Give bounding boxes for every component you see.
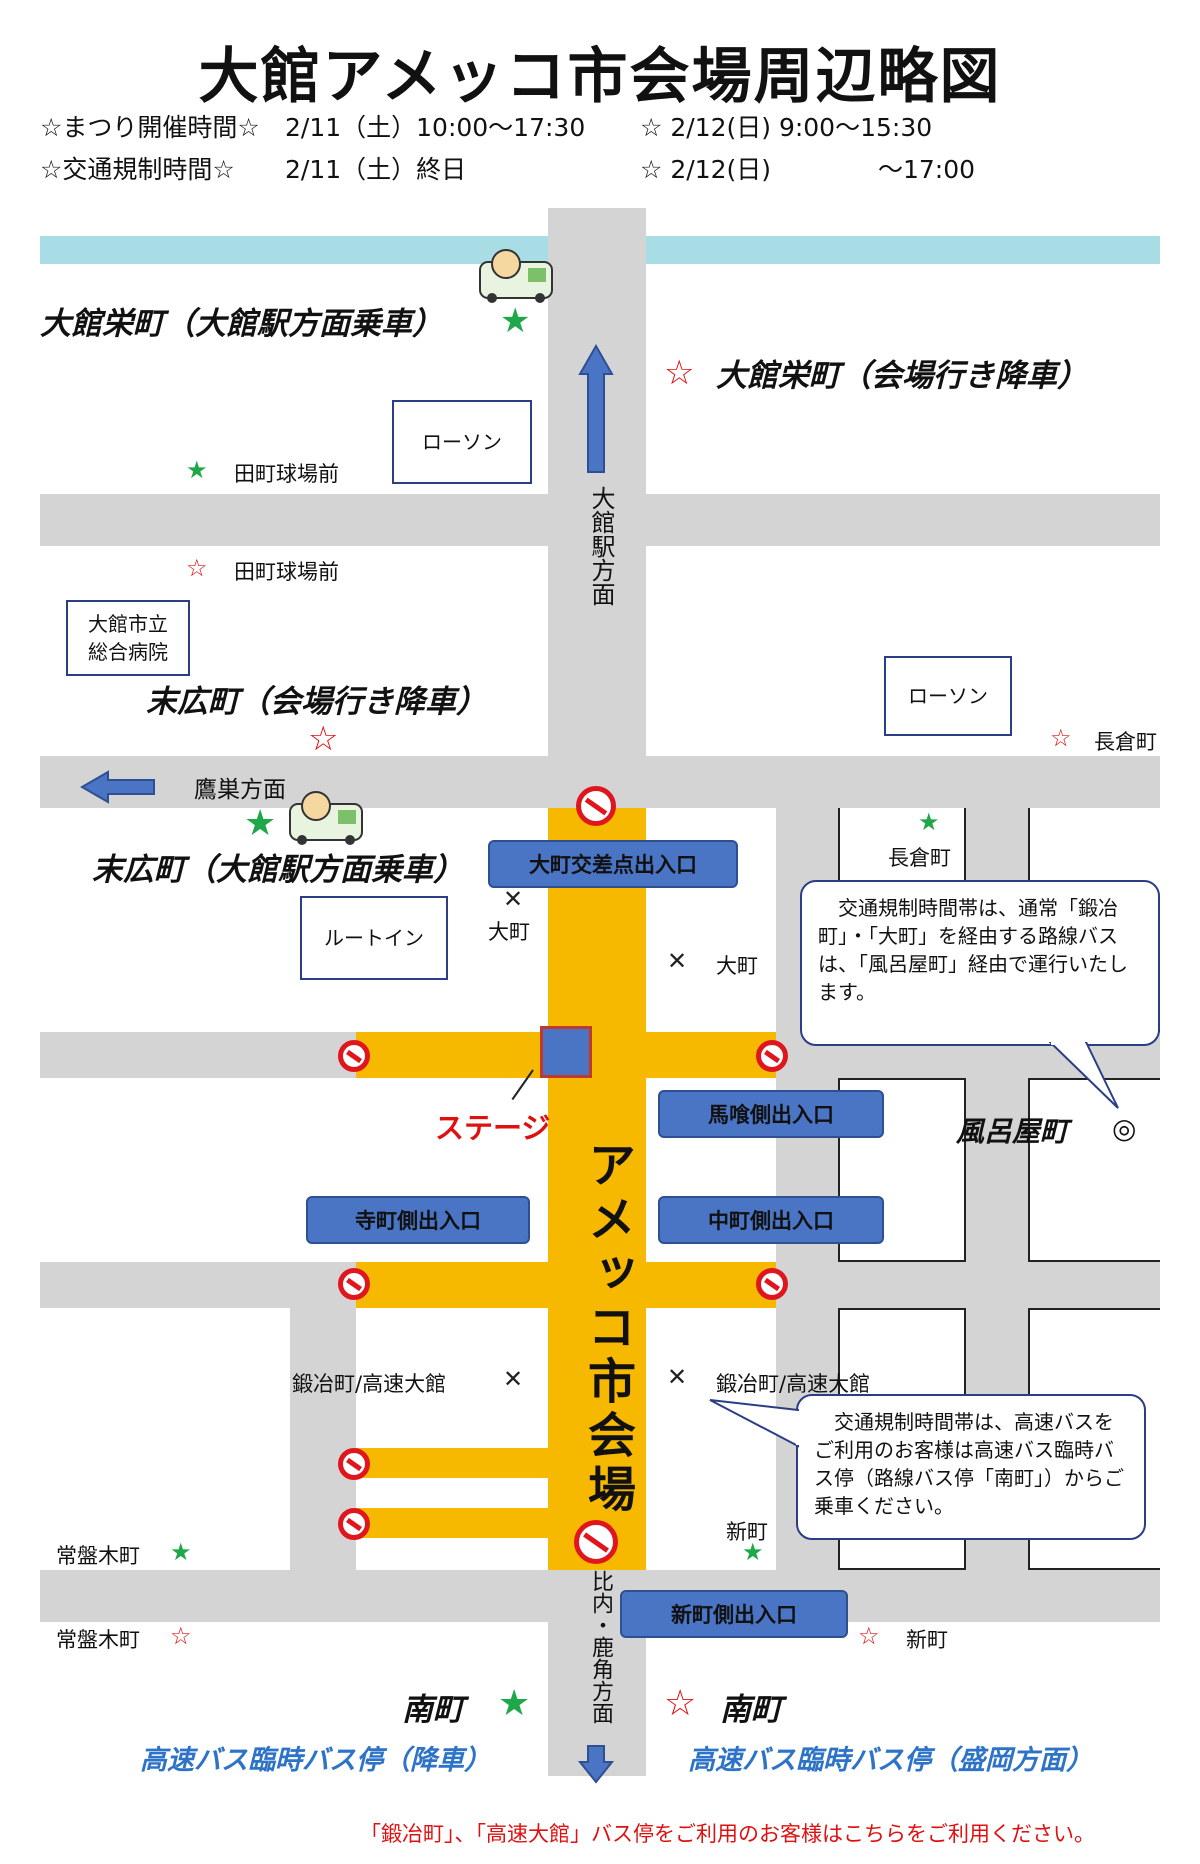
no-entry-icon	[338, 1508, 370, 1540]
venue-name: アメッコ市会場	[579, 1140, 635, 1518]
lawson-east: ローソン	[884, 656, 1012, 736]
stop-omachi-left: 大町	[488, 920, 530, 944]
green-star-icon: ★	[500, 301, 531, 341]
route-inn: ルートイン	[300, 896, 448, 980]
no-entry-icon	[338, 1448, 370, 1480]
red-star-icon: ☆	[858, 1622, 880, 1650]
lawson-north: ローソン	[392, 400, 532, 484]
no-entry-icon	[756, 1268, 788, 1300]
notice-bubble-route-bus: 交通規制時間帯は、通常「鍛冶町」・「大町」を経由する路線バスは、「風呂屋町」経由…	[800, 880, 1160, 1046]
highway-bus-drop-off: 高速バス臨時バス停（降車）	[140, 1745, 491, 1776]
hospital-line1: 大館市立	[88, 612, 168, 636]
stop-sakaecho-arrive: 大館栄町（会場行き降車）	[716, 358, 1088, 394]
event-hours-label: ☆まつり開催時間☆	[40, 113, 260, 142]
stop-kajimachi-left: 鍛冶町/高速大館	[292, 1372, 447, 1396]
direction-takanosu: 鷹巣方面	[194, 777, 286, 803]
entrance-shinmachi: 新町側出入口	[620, 1590, 848, 1638]
stop-furoyamachi: 風呂屋町	[956, 1115, 1069, 1148]
entrance-nakamachi: 中町側出入口	[658, 1196, 884, 1244]
no-entry-icon	[576, 786, 616, 826]
suspended-stop-icon: ✕	[502, 1365, 524, 1393]
mascot-bus-icon	[289, 791, 363, 845]
venue-main-street	[548, 808, 646, 1570]
notice-bubble-highway-bus: 交通規制時間帯は、高速バスをご利用のお客様は高速バス臨時バス停（路線バス停「南町…	[796, 1394, 1146, 1540]
direction-odate-station: 大館駅方面	[587, 486, 615, 606]
stop-suehirocho-depart: 末広町（大館駅方面乗車）	[92, 852, 464, 888]
red-star-icon: ☆	[186, 554, 208, 582]
stop-nagakuramachi-green: 長倉町	[888, 846, 951, 870]
arrow-down-icon	[578, 1745, 614, 1784]
stop-tokiwagi-green: 常盤木町	[56, 1544, 140, 1568]
stop-minami-right: 南町	[720, 1692, 782, 1728]
road-h1	[40, 494, 1160, 546]
footer-note: 「鍛冶町」、「高速大館」バス停をご利用のお客様はこちらをご利用ください。	[360, 1822, 1095, 1846]
traffic-day2: ☆ 2/12(日)	[640, 155, 772, 184]
red-star-icon: ☆	[170, 1622, 192, 1650]
stop-shinmachi-red: 新町	[906, 1628, 948, 1652]
event-hours-day2: ☆ 2/12(日) 9:00～15:30	[640, 113, 933, 142]
red-star-icon: ☆	[1050, 724, 1072, 752]
suspended-stop-icon: ✕	[666, 947, 688, 975]
venue-side-street-1	[356, 1448, 548, 1478]
highway-bus-morioka: 高速バス臨時バス停（盛岡方面）	[688, 1745, 1093, 1776]
furoyamachi-mark-icon: ◎	[1112, 1112, 1137, 1145]
red-star-icon: ☆	[664, 353, 695, 393]
no-entry-icon	[338, 1268, 370, 1300]
green-star-icon: ★	[918, 808, 940, 836]
red-star-icon: ☆	[664, 1683, 697, 1724]
green-star-icon: ★	[186, 456, 208, 484]
mascot-bus-icon	[479, 249, 553, 303]
traffic-label: ☆交通規制時間☆	[40, 155, 235, 184]
arrow-left-icon	[80, 770, 155, 804]
no-entry-icon	[574, 1520, 618, 1564]
stop-tamachi-red: 田町球場前	[234, 560, 339, 584]
stop-omachi-right: 大町	[716, 954, 758, 978]
road-h5	[40, 1570, 1160, 1622]
direction-hinai-kazuno: 比内・鹿角方面	[588, 1570, 613, 1724]
stage-marker	[540, 1026, 592, 1078]
no-entry-icon	[756, 1040, 788, 1072]
entrance-teramachi: 寺町側出入口	[306, 1196, 530, 1244]
entrance-omachi-crossing: 大町交差点出入口	[488, 840, 738, 888]
stop-tamachi-green: 田町球場前	[234, 462, 339, 486]
suspended-stop-icon: ✕	[666, 1363, 688, 1391]
stop-sakaecho-depart: 大館栄町（大館駅方面乗車）	[40, 306, 443, 342]
stop-shinmachi-green: 新町	[726, 1520, 768, 1544]
city-hospital: 大館市立総合病院	[66, 600, 190, 676]
entrance-bakuro: 馬喰側出入口	[658, 1090, 884, 1138]
suspended-stop-icon: ✕	[502, 885, 524, 913]
stop-suehirocho-arrive: 末広町（会場行き降車）	[146, 684, 487, 720]
arrow-up-icon	[578, 344, 614, 473]
stop-nagakuramachi-red: 長倉町	[1094, 730, 1157, 754]
traffic-day1: 2/11（土）終日	[285, 155, 467, 184]
stop-kajimachi-right: 鍛冶町/高速大館	[716, 1372, 871, 1396]
event-hours-day1: 2/11（土）10:00～17:30	[285, 113, 586, 142]
venue-side-street-2	[356, 1508, 548, 1538]
stop-minami-left: 南町	[402, 1692, 464, 1728]
green-star-icon: ★	[170, 1538, 192, 1566]
hospital-line2: 総合病院	[88, 640, 168, 664]
green-star-icon: ★	[244, 803, 277, 844]
traffic-day2-time: ～17:00	[878, 155, 976, 184]
stop-tokiwagi-red: 常盤木町	[56, 1628, 140, 1652]
green-star-icon: ★	[742, 1538, 764, 1566]
stage-label: ステージ	[435, 1111, 551, 1145]
page-title: 大館アメッコ市会場周辺略図	[198, 42, 1002, 112]
red-star-icon: ☆	[308, 719, 339, 759]
green-star-icon: ★	[498, 1683, 531, 1724]
bubble-tail-icon	[709, 1399, 800, 1448]
no-entry-icon	[338, 1040, 370, 1072]
venue-cross-street-2	[356, 1262, 776, 1308]
bubble-tail-icon	[1048, 1042, 1119, 1109]
